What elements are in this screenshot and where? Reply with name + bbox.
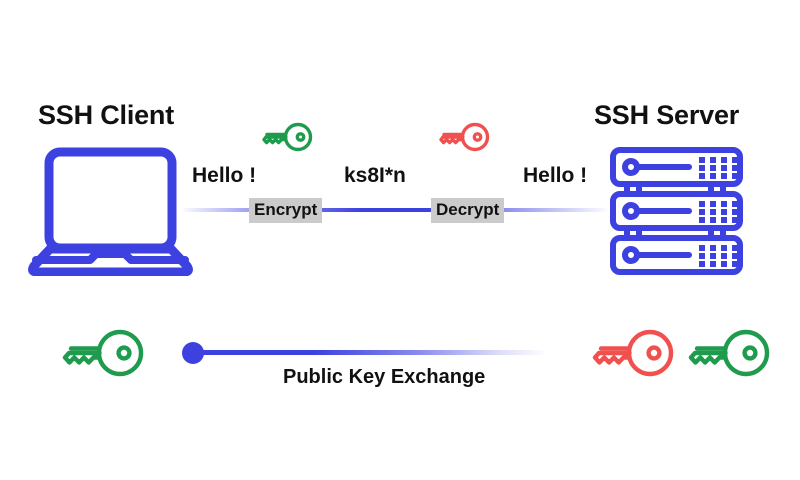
connection-dot-icon xyxy=(182,342,204,364)
laptop-icon xyxy=(28,146,193,276)
server-rack-icon xyxy=(609,146,744,276)
client-title: SSH Client xyxy=(38,100,175,130)
red-key-icon-server xyxy=(592,326,676,380)
plaintext-message-right: Hello ! xyxy=(523,164,588,187)
ciphertext-message: ks8I*n xyxy=(344,164,406,187)
encrypt-badge: Encrypt xyxy=(249,198,323,224)
public-key-exchange-label: Public Key Exchange xyxy=(283,366,486,388)
server-title: SSH Server xyxy=(594,100,740,130)
public-key-exchange-line xyxy=(200,350,548,355)
encrypted-channel-line xyxy=(183,208,607,212)
plaintext-message-left: Hello ! xyxy=(192,164,257,187)
red-key-icon-top xyxy=(439,121,491,153)
green-key-icon-top xyxy=(262,121,314,153)
decrypt-badge: Decrypt xyxy=(431,198,505,224)
green-key-icon-client xyxy=(62,326,146,380)
green-key-icon-server xyxy=(688,326,772,380)
